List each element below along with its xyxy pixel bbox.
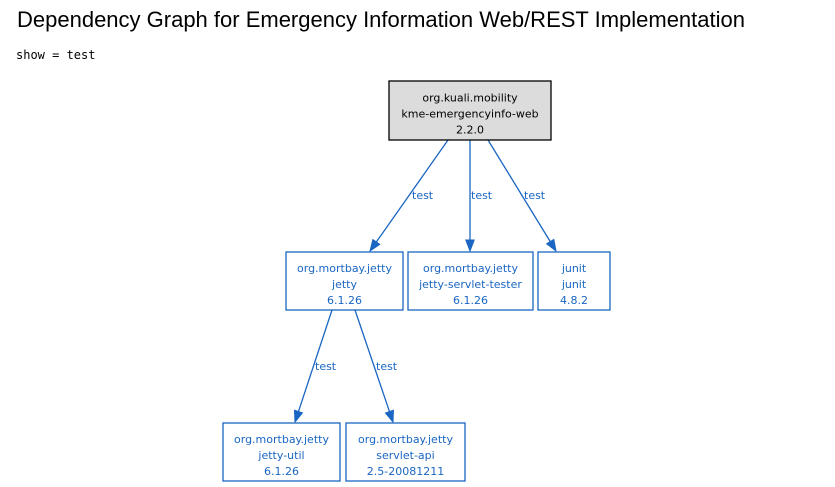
edge-label: test (471, 189, 493, 202)
node-box (537, 251, 611, 311)
node-junit[interactable]: junit junit 4.8.2 (537, 251, 611, 311)
node-version: 6.1.26 (327, 294, 362, 307)
node-box (285, 251, 404, 311)
node-version: 4.8.2 (560, 294, 588, 307)
node-root[interactable]: org.kuali.mobility kme-emergencyinfo-web 2… (388, 80, 552, 141)
edge-label: test (412, 189, 434, 202)
node-jetty-servlet-tester[interactable]: org.mortbay.jetty jetty-servlet-tester 6.1… (407, 251, 534, 311)
edge-root-to-jetty-servlet-tester: test (465, 140, 493, 253)
arrowhead-icon (369, 238, 381, 253)
edge-jetty-to-jetty-util: test (293, 309, 337, 424)
edge-label: test (315, 360, 337, 373)
edge-line (354, 309, 391, 412)
node-version: 6.1.26 (264, 465, 299, 478)
edges-layer: test test test test test (293, 139, 557, 424)
node-artifact-id: kme-emergencyinfo-web (401, 108, 538, 121)
edge-line (375, 139, 449, 243)
edge-label: test (524, 189, 546, 202)
arrowhead-icon (384, 409, 394, 424)
node-jetty-util[interactable]: org.mortbay.jetty jetty-util 6.1.26 (222, 422, 341, 482)
node-box (407, 251, 534, 311)
edge-line (297, 309, 333, 412)
edge-jetty-to-servlet-api: test (354, 309, 398, 424)
page-title: Dependency Graph for Emergency Informati… (17, 7, 745, 32)
arrowhead-icon (545, 238, 557, 253)
node-artifact-id: jetty-servlet-tester (418, 278, 522, 291)
node-box (388, 80, 552, 141)
node-group-id: org.kuali.mobility (422, 92, 518, 105)
edge-root-to-jetty: test (369, 139, 449, 253)
nodes-layer: org.kuali.mobility kme-emergencyinfo-web 2… (222, 80, 611, 482)
arrowhead-icon (465, 239, 475, 253)
edge-root-to-junit: test (487, 139, 557, 253)
node-group-id: org.mortbay.jetty (423, 262, 518, 275)
edge-label: test (376, 360, 398, 373)
node-artifact-id: junit (561, 278, 587, 291)
node-group-id: org.mortbay.jetty (297, 262, 392, 275)
node-box (345, 422, 466, 482)
node-version: 6.1.26 (453, 294, 488, 307)
node-box (222, 422, 341, 482)
node-version: 2.5-20081211 (367, 465, 444, 478)
node-artifact-id: jetty-util (257, 449, 304, 462)
node-version: 2.2.0 (456, 124, 484, 137)
scope-filter-text: show = test (16, 48, 96, 62)
arrowhead-icon (293, 409, 304, 424)
node-jetty[interactable]: org.mortbay.jetty jetty 6.1.26 (285, 251, 404, 311)
node-group-id: org.mortbay.jetty (358, 433, 453, 446)
node-servlet-api[interactable]: org.mortbay.jetty servlet-api 2.5-20081211 (345, 422, 466, 482)
node-group-id: junit (561, 262, 587, 275)
node-artifact-id: servlet-api (376, 449, 434, 462)
node-artifact-id: jetty (331, 278, 357, 291)
edge-line (487, 139, 551, 242)
node-group-id: org.mortbay.jetty (234, 433, 329, 446)
